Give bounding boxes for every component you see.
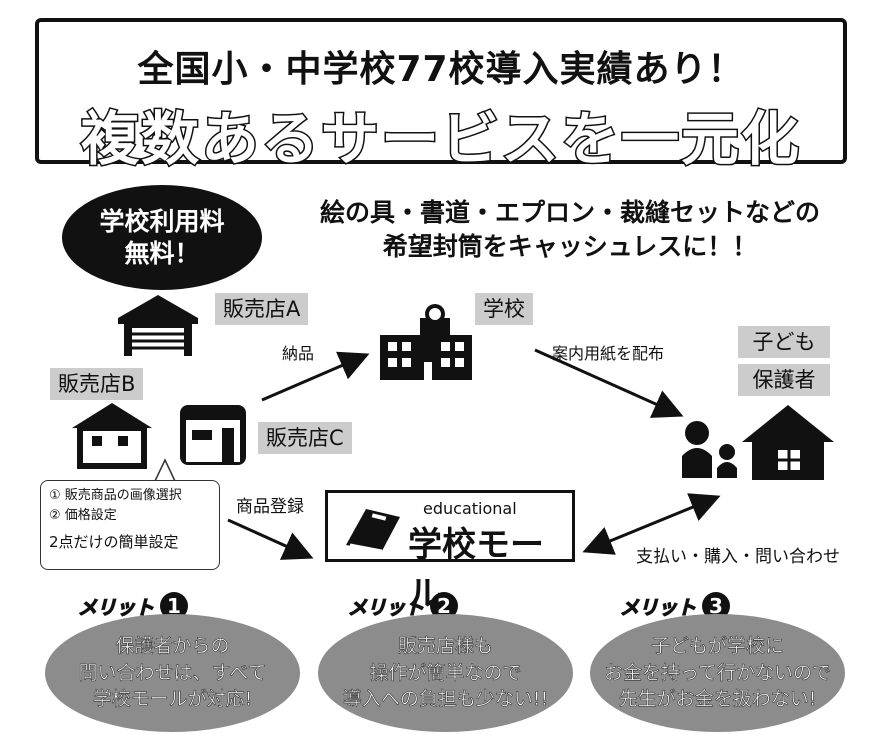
merit-2-line: 導入への負担も少ない!! (342, 688, 549, 711)
label-shop-b: 販売店B (50, 368, 144, 400)
merit-1-line: 保護者からの (115, 635, 230, 658)
label-child: 子ども (738, 326, 830, 358)
parent-child-icon (682, 421, 737, 478)
garage-icon (118, 295, 198, 356)
merit-3-line: 子どもが学校に (650, 635, 785, 658)
callout-summary: 2点だけの簡単設定 (49, 533, 179, 551)
delivery-label: 納品 (282, 344, 315, 363)
house-icon-shop-b (72, 403, 152, 469)
merit-3-line: お金を持って行かないので (603, 661, 832, 684)
merit-3-label: メリット (619, 596, 697, 619)
setup-callout: ① 販売商品の画像選択 ② 価格設定 2点だけの簡単設定 (40, 480, 220, 570)
subtitle-line1: 絵の具・書道・エプロン・裁縫セットなどの (319, 198, 820, 227)
merit-2-label: メリット (347, 596, 425, 619)
shop-icon-c (180, 405, 246, 465)
register-arrow (227, 518, 314, 560)
school-mall-logo: educational 学校モール (325, 490, 575, 614)
merit-1-label: メリット (77, 596, 155, 619)
mall-name: 学校モール (408, 525, 544, 614)
callout-item-1: ① 販売商品の画像選択 (49, 488, 182, 503)
merit-2-line: 操作が簡単なので (369, 661, 522, 684)
header-line1: 全国小・中学校77校導入実績あり！ (137, 49, 745, 90)
merit-1-line: 学校モールが対応! (92, 688, 253, 711)
distribute-arrow (534, 348, 684, 418)
register-label: 商品登録 (236, 497, 304, 517)
free-badge: 学校利用料 無料！ (62, 185, 262, 290)
distribute-label: 案内用紙を配布 (552, 344, 665, 363)
subtitle-line2: 希望封筒をキャッシュレスに！！ (382, 231, 758, 261)
merit-2-line: 販売店様も (397, 635, 494, 658)
book-icon (346, 509, 400, 553)
merit-2: 販売店様も 操作が簡単なので 導入への負担も少ない!! (318, 614, 573, 732)
free-badge-line2: 無料！ (124, 238, 200, 268)
callout-item-2: ② 価格設定 (49, 508, 117, 523)
home-icon (742, 405, 834, 480)
header-title: 複数あるサービスを一元化 (79, 104, 801, 175)
merit-3-line: 先生がお金を扱わない! (618, 688, 817, 711)
school-building-icon (380, 304, 472, 380)
free-badge-line1: 学校利用料 (99, 207, 225, 237)
payment-label: 支払い・購入・問い合わせ (636, 547, 840, 567)
merit-1: 保護者からの 問い合わせは、すべて 学校モールが対応! (45, 614, 300, 732)
subtitle: 絵の具・書道・エプロン・裁縫セットなどの 希望封筒をキャッシュレスに！！ (290, 196, 850, 264)
label-shop-a: 販売店A (215, 293, 309, 325)
label-guardian: 保護者 (738, 364, 830, 396)
header-frame (35, 18, 847, 164)
delivery-arrow (261, 351, 370, 402)
merit-3: 子どもが学校に お金を持って行かないので 先生がお金を扱わない! (590, 614, 845, 732)
label-shop-c: 販売店C (258, 422, 352, 454)
merit-1-line: 問い合わせは、すべて (78, 661, 267, 684)
mall-sub: educational (423, 499, 517, 518)
label-school: 学校 (475, 293, 533, 325)
payment-arrow (582, 493, 721, 555)
callout-pointer (154, 458, 176, 482)
